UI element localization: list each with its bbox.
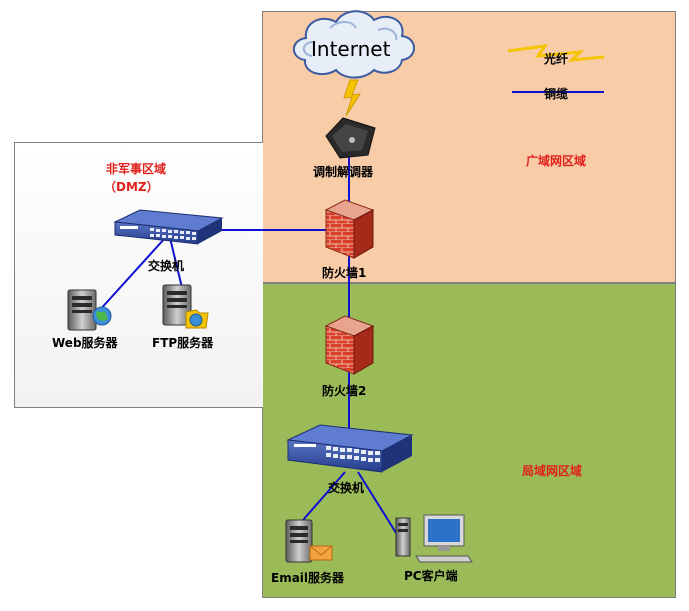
dmz-zone-title: 非军事区域 (106, 162, 167, 176)
lan-switch-label: 交换机 (328, 481, 365, 495)
internet-label: Internet (311, 37, 391, 61)
legend (507, 44, 605, 93)
wan-zone-title: 广域网区域 (526, 154, 587, 168)
cable-links (97, 152, 404, 545)
firewall1-label: 防火墙1 (322, 266, 367, 280)
legend-cable-label: 铜缆 (544, 87, 569, 101)
fiber-legend-icon (507, 44, 605, 62)
web-server-label: Web服务器 (52, 336, 118, 350)
firewall1-icon (324, 199, 375, 259)
cloud-icon (292, 10, 415, 79)
legend-fiber-label: 光纤 (544, 52, 569, 66)
firewall2-label: 防火墙2 (322, 384, 367, 398)
pc-client-label: PC客户端 (404, 569, 458, 583)
modem-label: 调制解调器 (313, 165, 374, 179)
modem-icon (325, 117, 376, 159)
dmz-zone (14, 142, 263, 408)
dmz-zone-subtitle: （DMZ） (104, 180, 159, 194)
link-dmzswitch-web (97, 237, 166, 313)
lightning-icon (343, 79, 361, 117)
ftp-server-label: FTP服务器 (152, 336, 214, 350)
dmz-switch-icon (113, 209, 224, 245)
ftp-server-icon (162, 284, 209, 329)
email-server-icon (285, 519, 333, 563)
pc-icon (395, 514, 473, 563)
firewall2-icon (324, 315, 375, 375)
email-server-label: Email服务器 (271, 571, 345, 585)
lan-switch-icon (286, 424, 414, 473)
web-server-icon (67, 289, 112, 331)
dmz-switch-label: 交换机 (148, 259, 185, 273)
lan-zone-title: 局域网区域 (522, 464, 583, 478)
